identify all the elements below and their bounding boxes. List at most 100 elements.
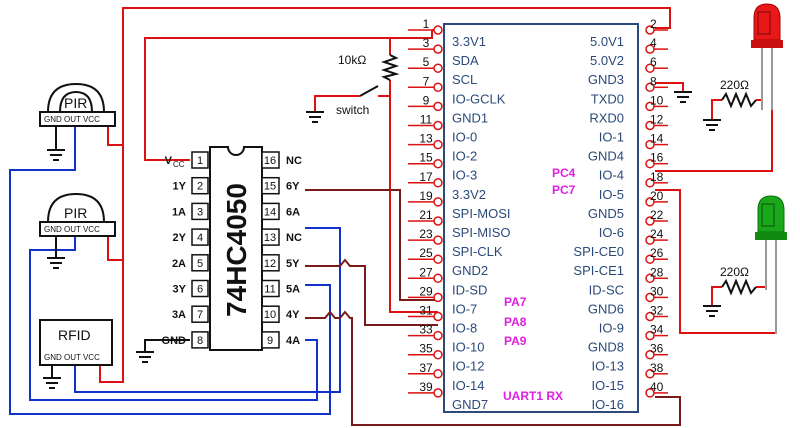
header-pin-number: 33 <box>419 323 433 337</box>
header-pin-label: GND5 <box>588 206 624 221</box>
pir-sensor-2: PIR GND OUT VCC <box>39 192 116 237</box>
chip-pin-number: 15 <box>264 181 276 193</box>
header-pin-label: IO-16 <box>591 397 624 412</box>
header-pin-number: 29 <box>419 284 433 298</box>
header-pin-label: IO-GCLK <box>452 91 506 106</box>
header-pin-number: 7 <box>423 74 430 88</box>
header-pin-number: 6 <box>650 55 657 69</box>
header-pin-number: 13 <box>419 132 433 146</box>
header-pin-hole <box>433 158 443 169</box>
pir-2-pins: GND OUT VCC <box>44 225 100 234</box>
led-red <box>751 3 783 110</box>
ground-symbol <box>306 111 324 123</box>
chip-pin-box <box>261 254 280 272</box>
wire-led2-resistor <box>756 243 767 288</box>
chip-pin-box <box>261 202 280 221</box>
chip-pin-label: 6A <box>286 206 300 218</box>
ground-symbol <box>703 119 721 131</box>
header-pin-hole <box>433 311 443 322</box>
chip-pin-number: 16 <box>264 155 276 167</box>
header-pin-label: GND2 <box>452 263 488 278</box>
chip-pin-number: 3 <box>197 206 203 218</box>
header-pin-number: 16 <box>650 151 664 165</box>
chip-pin-number: 4 <box>197 232 203 244</box>
header-pin-label: GND3 <box>588 72 624 87</box>
header-pin-number: 19 <box>419 189 433 203</box>
header-pin-number: 22 <box>650 208 664 222</box>
chip-pin-label-sub: CC <box>173 160 185 169</box>
header-pin-number: 37 <box>419 361 433 375</box>
pir-2-title: PIR <box>64 205 87 221</box>
chip-pin-box <box>191 331 209 349</box>
chip-pin-label: 4A <box>286 335 300 347</box>
header-pin-label: SDA <box>452 53 479 68</box>
header-pin-label: ID-SD <box>452 282 487 297</box>
header-pin-label: IO-6 <box>599 225 624 240</box>
ground-symbol <box>674 91 692 103</box>
rfid-module: RFID GND OUT VCC <box>39 319 113 366</box>
wire-resistor-bottom <box>389 80 438 313</box>
ground-symbol <box>43 365 61 389</box>
header-pin-number: 21 <box>419 208 433 222</box>
chip-pin-label: 3Y <box>173 284 187 296</box>
header-pin-number: 11 <box>420 113 433 127</box>
header-pin-label: IO-12 <box>452 359 485 374</box>
wire-gnd3 <box>655 82 684 92</box>
chip-pin-box <box>261 279 280 298</box>
pc4-label: PC4 <box>552 166 576 180</box>
header-pin-hole <box>433 254 443 264</box>
header-pin-hole <box>433 216 443 226</box>
header-pin-label: IO-10 <box>452 340 485 355</box>
gpio-header: 13.3V13SDA5SCL7IO-GCLK9GND111IO-013IO-21… <box>408 17 668 413</box>
header-pin-number: 2 <box>650 17 657 31</box>
header-pin-label: IO-2 <box>452 149 477 164</box>
chip-pin-number: 2 <box>197 181 203 193</box>
chip-pin-label: 2A <box>172 258 186 270</box>
header-pin-label: 3.3V2 <box>452 187 486 202</box>
header-pin-label: SCL <box>452 72 477 87</box>
chip-pin-label: 5Y <box>286 258 300 270</box>
uart1-rx-label: UART1 RX <box>503 389 563 403</box>
chip-pin-box <box>261 176 280 195</box>
header-pin-number: 14 <box>650 132 664 146</box>
header-pin-hole <box>433 388 443 398</box>
header-pin-label: GND7 <box>452 397 488 412</box>
ground-symbol <box>703 305 721 317</box>
header-pin-label: GND6 <box>588 301 624 316</box>
wire-3v3-to-vcc <box>144 30 433 161</box>
header-pin-hole <box>433 330 443 341</box>
header-pin-number: 10 <box>650 93 664 107</box>
header-pin-hole <box>433 292 443 303</box>
switch-lever <box>359 85 379 97</box>
wire-led1-gnd <box>711 99 722 120</box>
led-green <box>755 195 787 334</box>
header-pin-label: IO-7 <box>452 301 477 316</box>
wire-pir2-out <box>29 236 318 401</box>
chip-pin-box <box>191 228 209 246</box>
wire-chip-gnd <box>144 339 190 352</box>
header-pin-label: IO-9 <box>599 321 624 336</box>
wire-3v3-to-5v <box>122 7 671 145</box>
header-pin-number: 36 <box>650 342 664 356</box>
chip-pin-number: 7 <box>197 309 203 321</box>
chip-pin-label: NC <box>286 232 302 244</box>
header-pin-number: 12 <box>650 113 664 127</box>
header-pin-label: GND4 <box>588 149 624 164</box>
header-pin-number: 34 <box>650 323 664 337</box>
header-pin-hole <box>433 197 443 207</box>
header-pin-label: IO-14 <box>452 378 485 393</box>
pa8-label: PA8 <box>504 315 527 329</box>
header-pin-label: GND8 <box>588 340 624 355</box>
pir-1-pins: GND OUT VCC <box>44 115 100 124</box>
chip-name: 74HC4050 <box>221 183 252 317</box>
chip-pin-number: 11 <box>264 284 275 296</box>
resistor-220-led1 <box>721 91 757 109</box>
chip-pin-label: 6Y <box>286 181 300 193</box>
ground-symbol <box>47 126 65 161</box>
chip-pin-label: 4Y <box>286 309 300 321</box>
chip-pin-label: 5A <box>286 284 300 296</box>
chip-pin-box <box>261 331 280 349</box>
wire-pir2-vcc <box>107 236 123 261</box>
